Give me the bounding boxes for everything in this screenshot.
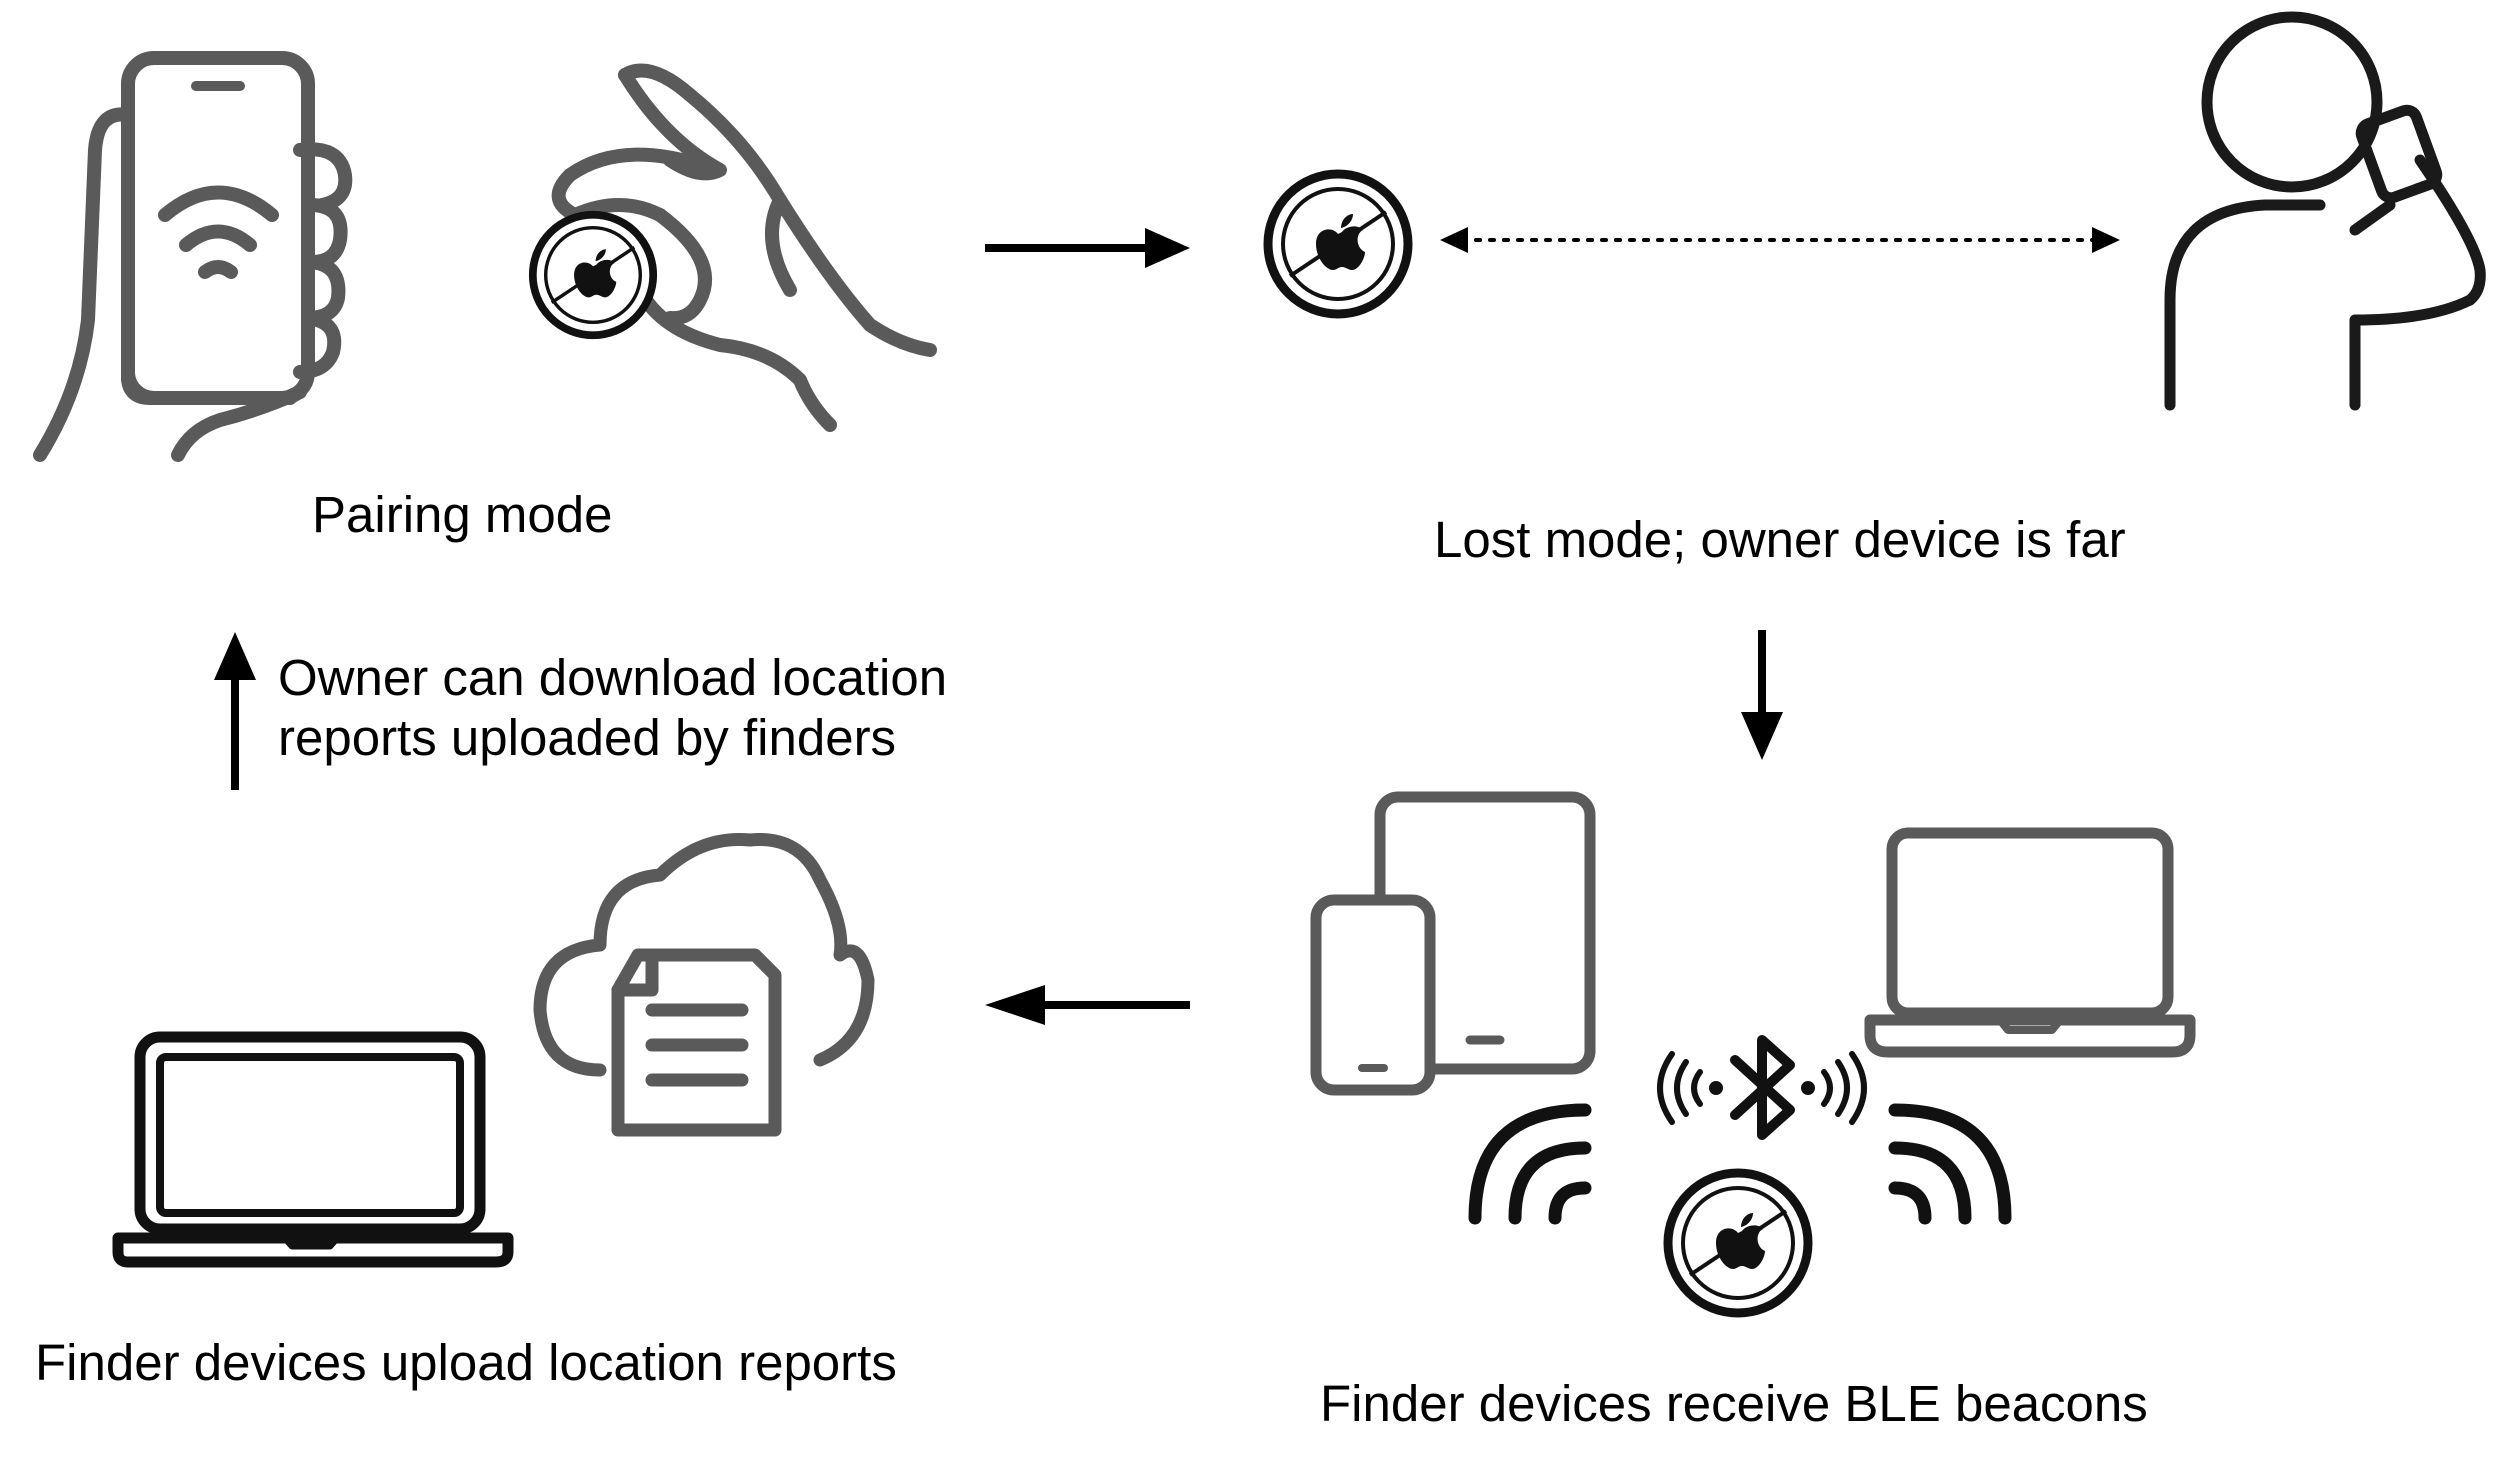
bluetooth-icon: [1657, 1035, 1867, 1140]
download-reports-label: Owner can download location reports uplo…: [278, 648, 947, 768]
distance-arrow-icon: [1440, 227, 2120, 253]
wifi-waves-icon: [1468, 1103, 2012, 1225]
airtag-icon: [1268, 174, 1408, 314]
person-on-phone-icon: [2164, 11, 2486, 411]
arrow-up-icon: [214, 632, 256, 790]
airtag-in-fingers-icon: [533, 63, 937, 432]
phone-icon: [1310, 894, 1436, 1096]
smartphone-in-hand-icon: [33, 51, 353, 462]
download-reports-line-1: Owner can download location: [278, 649, 948, 706]
lost-mode-label: Lost mode; owner device is far: [1434, 511, 2126, 568]
upload-reports-label: Finder devices upload location reports: [35, 1334, 897, 1391]
arrow-down-icon: [1741, 630, 1783, 760]
receive-beacons-label: Finder devices receive BLE beacons: [1320, 1375, 2148, 1432]
cloud-document-icon: [533, 832, 875, 1137]
pairing-mode-label: Pairing mode: [312, 486, 613, 543]
arrow-left-icon: [985, 985, 1190, 1025]
download-reports-line-2: reports uploaded by finders: [278, 709, 897, 766]
laptop-upload-icon: [112, 1031, 514, 1268]
airtag-beacon-icon: [1668, 1173, 1808, 1313]
laptop-icon: [1864, 827, 2196, 1058]
arrow-right-icon: [985, 228, 1190, 268]
